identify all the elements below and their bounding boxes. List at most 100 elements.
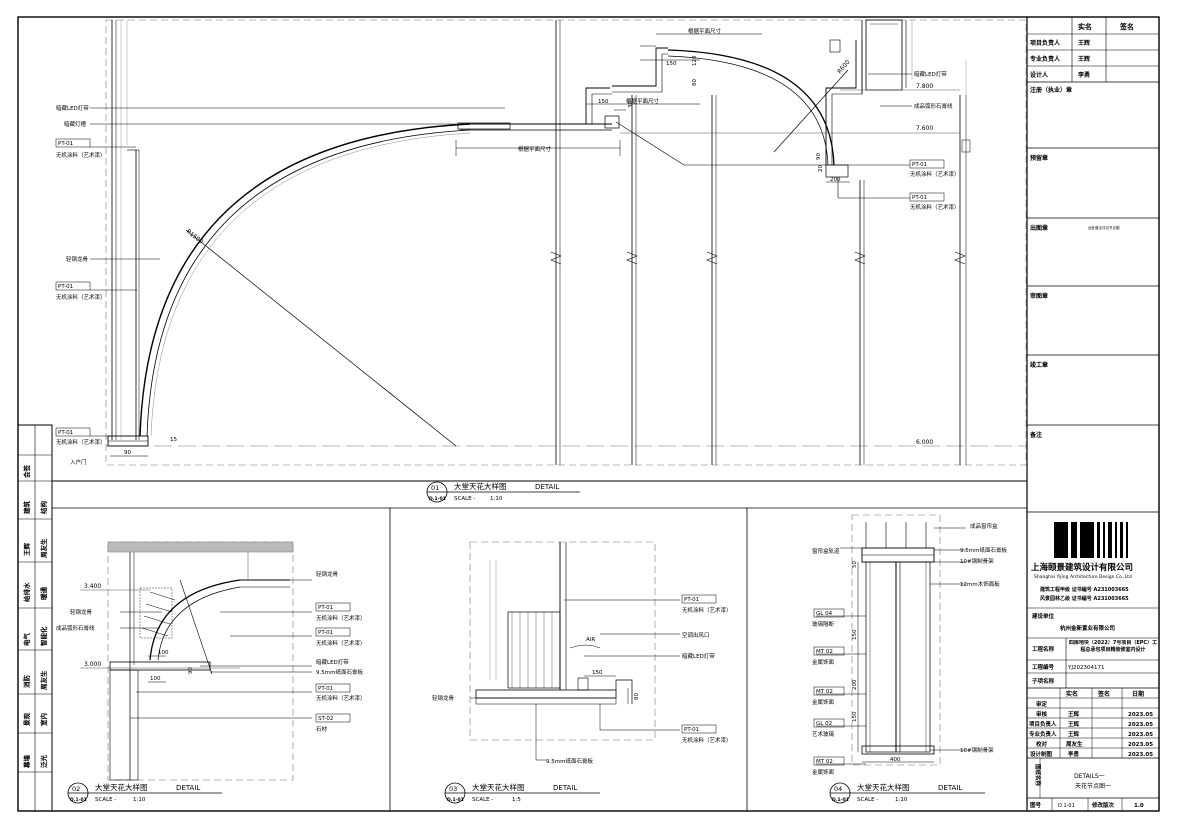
approval-header-date: 日期	[1132, 690, 1144, 698]
label-led: 暗藏LED灯带	[316, 658, 349, 666]
detail-number: 01	[431, 484, 439, 492]
title-block-text: 实名 签名 项目负责人 王辉 专业负责人 王辉 设计人 李勇 注册（执业）章 预…	[1029, 22, 1157, 809]
detail-number: 03	[449, 785, 457, 793]
tag-pt-01: PT-01	[58, 141, 73, 147]
drawing-name-label: 图纸名称	[1034, 764, 1042, 787]
tag-sub: 玻璃隔断	[812, 620, 835, 628]
detail-title: 大堂天花大样图	[95, 782, 148, 792]
approval-role: 专业负责人	[1029, 730, 1057, 738]
project-no-label: 工程编号	[1032, 663, 1055, 671]
stamp-construction: 竣工章	[1030, 361, 1048, 369]
tag-code: GL 02	[816, 721, 832, 727]
strip-cell: 周友生	[39, 538, 48, 558]
stamp-issue-note: 此处做法详见节点图	[1088, 225, 1120, 230]
label-bottom: 10#钢制骨架	[960, 746, 994, 754]
label-track: 窗帘盒轨道	[812, 547, 840, 555]
strip-cell: 王辉	[22, 543, 31, 557]
detail-scale-label: SCALE -	[472, 797, 493, 803]
dim-150: 150	[598, 99, 609, 105]
tag-pt-01-sub: 无机涂料（艺术漆）	[910, 203, 960, 211]
tag-pt-01: PT-01	[912, 195, 927, 201]
label-gypsum: 成品弧形石膏线	[914, 102, 953, 110]
level-6000: 6.000	[916, 439, 933, 446]
detail-02-annotations: 3.400 3.000 轻钢龙骨 轻钢龙骨 成品弧形石膏线 PT-01 无机涂料…	[56, 570, 366, 733]
company-name-en: Shanghai Yijing Architecture Design Co.,…	[1034, 574, 1132, 580]
label-led: 暗藏LED灯带	[682, 652, 715, 660]
viewport-frames	[52, 17, 1028, 811]
drawing-name-2: 天花节点图一	[1075, 782, 1111, 790]
approval-date: 2023.05	[1128, 752, 1153, 758]
cert-line: 建筑工程甲级 证书编号 A231003665	[1039, 586, 1129, 593]
label-board: 9.5mm纸面石膏板	[546, 757, 593, 765]
approval-name: 王辉	[1068, 710, 1080, 718]
detail-03-drawing	[469, 541, 680, 761]
detail-04-title: 04 D.1-01 大堂天花大样图 DETAIL SCALE - 1:10	[829, 782, 985, 804]
detail-sheet: D.1-01	[447, 797, 464, 803]
detail-scale-label: SCALE -	[95, 797, 116, 803]
detail-word: DETAIL	[553, 784, 577, 792]
remarks-label: 备注	[1029, 431, 1042, 439]
approval-role: 审核	[1036, 710, 1048, 718]
detail-scale: 1:10	[490, 496, 503, 502]
tag-st-02: ST-02	[318, 716, 333, 722]
stamp-review: 预留章	[1030, 154, 1048, 162]
label-keel: 轻钢龙骨	[432, 694, 455, 702]
dim-150: 150	[852, 629, 858, 640]
label-panel: 12mm木饰面板	[960, 580, 1000, 588]
approval-date: 2023.05	[1128, 722, 1153, 728]
drawing-name-1: DETAILS一	[1074, 773, 1105, 780]
strip-cell: 泛光	[39, 755, 48, 769]
tag-pt-01-sub: 无机涂料（艺术漆）	[56, 438, 106, 446]
cert-line: 风景园林乙级 证书编号 A231003665	[1040, 595, 1129, 602]
project-label: 工程名称	[1032, 645, 1055, 653]
tag-sub: 金属饰面	[812, 768, 835, 776]
strip-cell: 景观	[22, 713, 31, 727]
label-led-strip: 暗藏LED灯带	[56, 104, 89, 112]
tag-code: GL 04	[816, 611, 833, 617]
strip-cell: 暖通	[39, 587, 48, 601]
approval-name: 李勇	[1067, 750, 1079, 758]
approval-role: 设计制图	[1030, 750, 1053, 758]
tag-pt-01-sub: 无机涂料（艺术漆）	[682, 606, 732, 614]
label-steel: 10#钢制骨架	[960, 557, 994, 565]
stamp-audit: 审图章	[1030, 292, 1048, 300]
dim-120: 120	[692, 55, 698, 66]
detail-scale-label: SCALE -	[857, 797, 878, 803]
company-logo	[1054, 522, 1128, 558]
detail-title: 大堂天花大样图	[454, 481, 507, 491]
dim-100: 100	[158, 650, 169, 656]
detail-word: DETAIL	[176, 784, 200, 792]
strip-cell: 幕墙	[22, 755, 31, 770]
dim-90b: 90	[816, 153, 822, 160]
left-signature-strip: 幕墙 泛光 景观 室内 消防 周友生 电气 智能化 给排水 暖通 王辉 周友生 …	[17, 424, 53, 812]
detail-sheet: D.1-01	[832, 797, 849, 803]
tag-code: MT 02	[816, 649, 833, 655]
label-frame: 轻钢龙骨	[70, 608, 93, 616]
detail-03-annotations: PT-01 无机涂料（艺术漆） 空调出风口 AIR 暗藏LED灯带 轻钢龙骨 P…	[432, 597, 732, 765]
approval-name: 周友生	[1066, 740, 1083, 748]
version-value: 1.0	[1134, 803, 1144, 809]
dim-150: 150	[666, 61, 677, 67]
company-name-cn: 上海颐景建筑设计有限公司	[1031, 562, 1133, 573]
tag-pt-01: PT-01	[58, 430, 73, 436]
dim-90: 90	[124, 450, 131, 456]
detail-04-drawing	[816, 514, 966, 766]
tag-sub: 艺术玻璃	[812, 730, 835, 738]
sign-name: 王辉	[1078, 39, 1090, 47]
detail-02-title: 02 D.1-01 大堂天花大样图 DETAIL SCALE - 1:10	[67, 782, 222, 804]
detail-03-title: 03 D.1-01 大堂天花大样图 DETAIL SCALE - 1:5	[444, 782, 600, 804]
approval-role: 项目负责人	[1029, 720, 1057, 728]
tag-pt-01: PT-01	[684, 727, 699, 733]
label-gypsum: 成品弧形石膏线	[56, 624, 95, 632]
dim-50: 50	[852, 561, 858, 568]
strip-cell: 消防	[22, 675, 31, 689]
approval-date: 2023.05	[1128, 712, 1153, 718]
strip-cell: 建筑	[22, 501, 31, 516]
detail-word: DETAIL	[535, 483, 559, 491]
strip-cell: 会签	[22, 465, 31, 479]
dim-80: 80	[692, 79, 698, 86]
version-label: 修改版次	[1091, 801, 1115, 809]
sign-name: 李勇	[1077, 71, 1090, 79]
strip-cell: 给排水	[22, 582, 31, 602]
tag-pt-01: PT-01	[318, 630, 333, 636]
